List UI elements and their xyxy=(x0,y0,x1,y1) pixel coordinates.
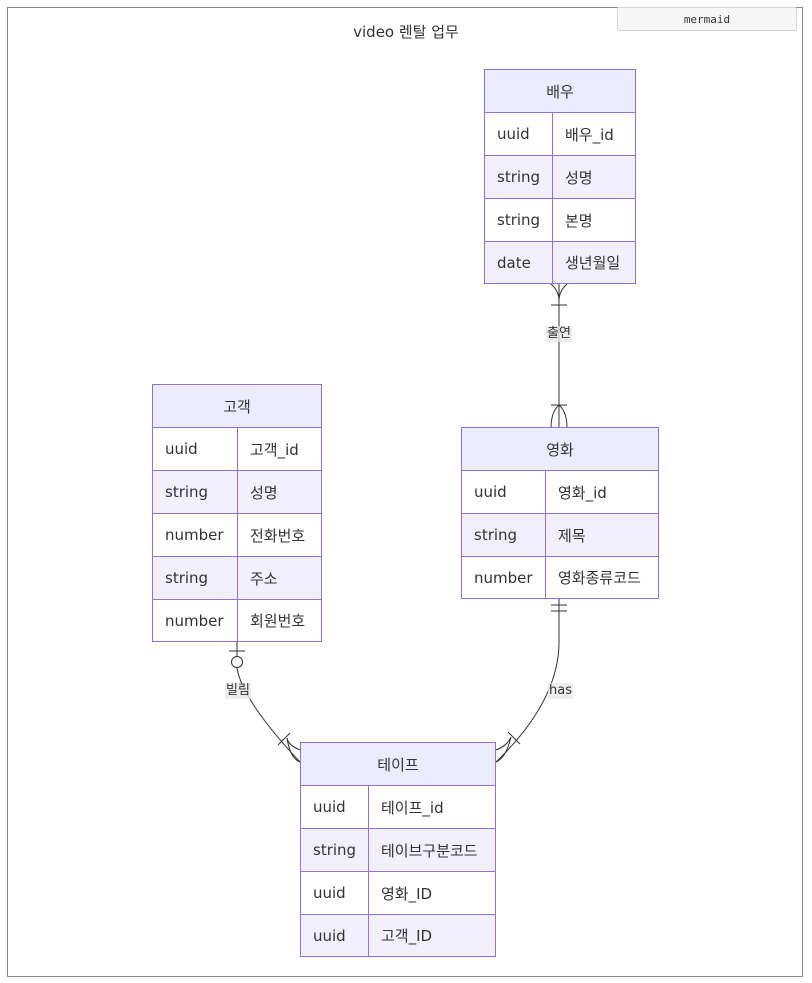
attr-type: string xyxy=(485,199,553,241)
attr-name: 생년월일 xyxy=(565,254,621,272)
entity-movie-row: uuid 영화_id xyxy=(462,471,658,514)
marker-tape-right-crowfoot xyxy=(495,736,512,763)
attr-type: date xyxy=(485,242,553,283)
attr-type: uuid xyxy=(301,872,369,914)
attr-name: 회원번호 xyxy=(250,612,306,630)
attr-type: number xyxy=(153,600,238,641)
attr-type: uuid xyxy=(153,428,238,470)
attr-name: 본명 xyxy=(565,211,593,230)
entity-actor-row: date 생년월일 xyxy=(485,242,635,283)
entity-customer-row: uuid 고객_id xyxy=(153,428,321,471)
entity-customer-row: number 전화번호 xyxy=(153,514,321,557)
attr-type: uuid xyxy=(462,471,546,513)
mermaid-button[interactable]: mermaid xyxy=(617,7,797,31)
entity-tape-row: uuid 테이프_id xyxy=(301,786,495,829)
entity-movie-row: number 영화종류코드 xyxy=(462,557,658,598)
rel-label-movie-tape: has xyxy=(548,683,573,699)
attr-name: 영화_ID xyxy=(381,884,433,903)
entity-actor-title: 배우 xyxy=(485,70,635,113)
marker-customer-circle xyxy=(231,656,243,668)
attr-name: 배우_id xyxy=(565,125,614,144)
attr-type: string xyxy=(301,829,369,871)
entity-tape-row: string 테이브구분코드 xyxy=(301,829,495,872)
attr-name: 주소 xyxy=(250,569,278,588)
marker-tape-left-crowfoot xyxy=(286,737,301,763)
attr-name: 성명 xyxy=(250,483,278,502)
rel-line-customer-tape xyxy=(236,641,301,763)
marker-tape-left-bar xyxy=(277,732,291,746)
rel-label-actor-movie: 출연 xyxy=(546,326,572,342)
attr-name: 고객_ID xyxy=(381,927,433,945)
attr-type: string xyxy=(153,471,238,513)
attr-type: number xyxy=(153,514,238,556)
marker-actor-crowfoot xyxy=(550,283,568,302)
attr-name: 성명 xyxy=(565,168,593,187)
attr-name: 영화종류코드 xyxy=(558,569,641,587)
entity-actor-row: uuid 배우_id xyxy=(485,113,635,156)
marker-movie-crowfoot xyxy=(550,404,568,429)
attr-name: 영화_id xyxy=(558,483,607,502)
entity-actor-row: string 본명 xyxy=(485,199,635,242)
entity-customer-row: number 회원번호 xyxy=(153,600,321,641)
attr-type: uuid xyxy=(301,915,369,956)
entity-tape-row: uuid 영화_ID xyxy=(301,872,495,915)
rel-label-customer-tape: 빌림 xyxy=(225,683,251,699)
diagram-title: video 렌탈 업무 xyxy=(353,23,459,41)
entity-movie-title: 영화 xyxy=(462,428,658,471)
attr-type: uuid xyxy=(301,786,369,828)
attr-name: 제목 xyxy=(558,526,586,545)
attr-type: string xyxy=(153,557,238,599)
attr-name: 테이브구분코드 xyxy=(381,841,478,860)
entity-actor[interactable]: 배우 uuid 배우_id string 성명 string 본명 date 생… xyxy=(484,69,636,284)
entity-movie-row: string 제목 xyxy=(462,514,658,557)
rel-line-movie-tape xyxy=(495,598,560,763)
attr-name: 전화번호 xyxy=(250,526,306,545)
entity-tape[interactable]: 테이프 uuid 테이프_id string 테이브구분코드 uuid 영화_I… xyxy=(300,742,496,957)
entity-customer-row: string 성명 xyxy=(153,471,321,514)
entity-actor-row: string 성명 xyxy=(485,156,635,199)
entity-movie[interactable]: 영화 uuid 영화_id string 제목 number 영화종류코드 xyxy=(461,427,659,599)
entity-customer-row: string 주소 xyxy=(153,557,321,600)
attr-type: string xyxy=(485,156,553,198)
entity-tape-row: uuid 고객_ID xyxy=(301,915,495,956)
entity-customer[interactable]: 고객 uuid 고객_id string 성명 number 전화번호 stri… xyxy=(152,384,322,642)
entity-tape-title: 테이프 xyxy=(301,743,495,786)
attr-type: uuid xyxy=(485,113,553,155)
entity-customer-title: 고객 xyxy=(153,385,321,428)
attr-type: number xyxy=(462,557,546,598)
attr-name: 고객_id xyxy=(250,440,299,459)
marker-tape-right-bar xyxy=(507,731,521,745)
attr-type: string xyxy=(462,514,546,556)
attr-name: 테이프_id xyxy=(381,798,444,817)
